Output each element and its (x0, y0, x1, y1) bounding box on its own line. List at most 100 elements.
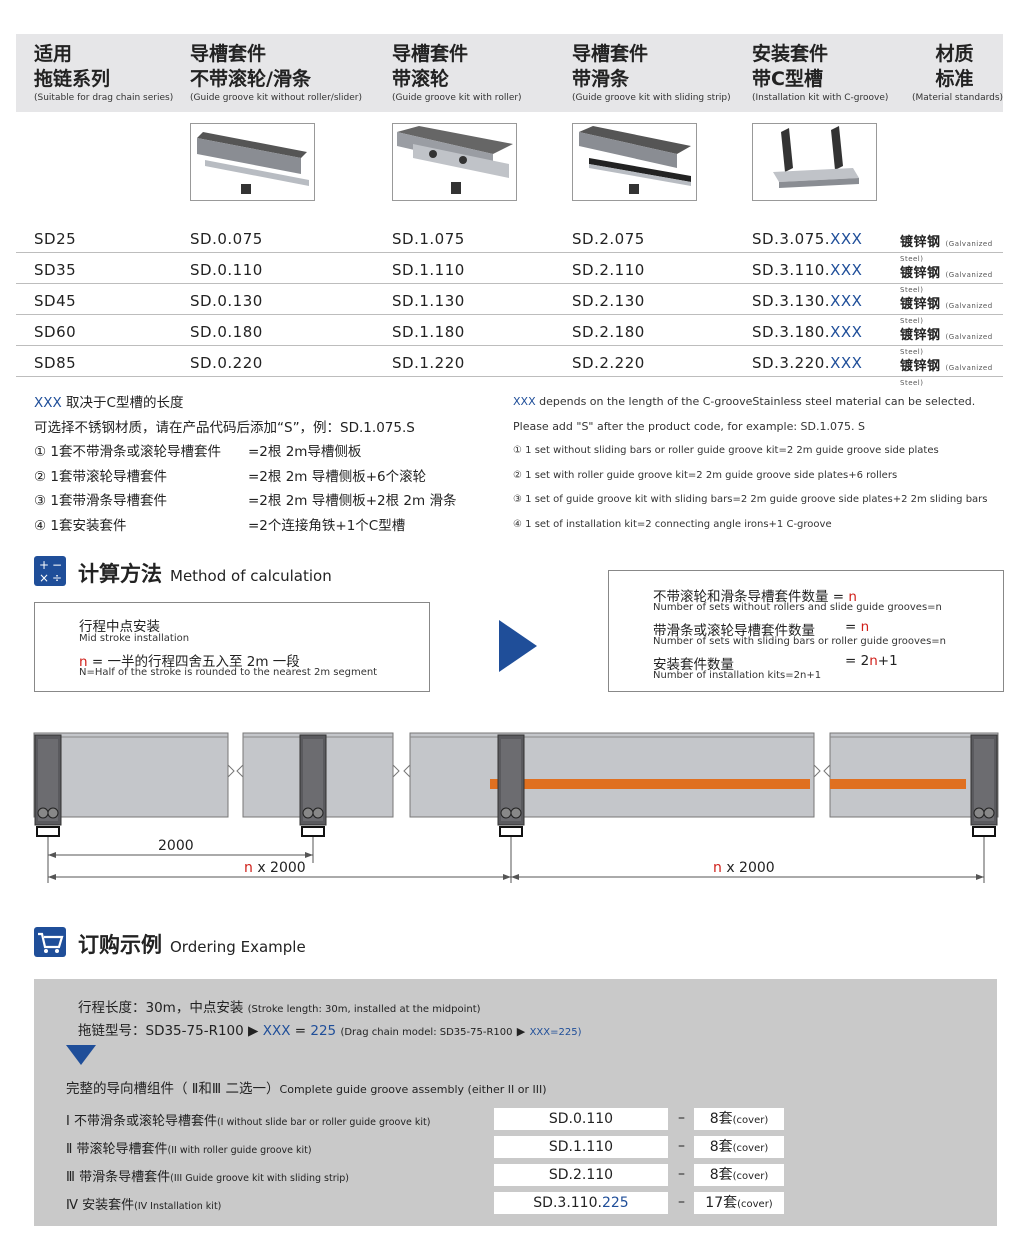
break-mark (392, 764, 411, 778)
order-row-code: SD.1.110 (494, 1136, 668, 1158)
mounting-bracket (970, 734, 998, 837)
header-kit3-title: 安装套件 (752, 43, 829, 65)
order-row-code-suffix: 225 (601, 1195, 629, 1211)
calc-n: n (869, 653, 878, 669)
order-title-en: Ordering Example (170, 938, 306, 956)
order-model-val: 225 (310, 1023, 337, 1039)
calc-left-formula-en: N=Half of the stroke is rounded to the n… (79, 667, 378, 678)
note-value: =2个连接角铁+1个C型槽 (248, 517, 406, 534)
order-row-code: SD.3.110.225 (494, 1192, 668, 1214)
order-row-label: Ⅳ 安装套件(IV Installation kit) (66, 1194, 221, 1213)
groove-diagram: 2000 n x 2000 n x 2000 (30, 725, 1005, 890)
calc-right-l1-cn: 不带滚轮和滑条导槽套件数量 = (653, 589, 849, 605)
order-row-qty: 17套(cover) (694, 1192, 784, 1214)
cell-kit1: SD.1.130 (392, 292, 465, 310)
cell-kit3: SD.3.110.XXX (752, 261, 862, 279)
calc-right-l2-en: Number of sets with sliding bars or roll… (653, 636, 946, 647)
note-cn-item: ③ 1套带滑条导槽套件=2根 2m 导槽侧板+2根 2m 滑条 (34, 489, 504, 514)
break-mark (227, 764, 244, 778)
order-row-code: SD.2.110 (494, 1164, 668, 1186)
order-row-qty-cn: 17套 (705, 1195, 738, 1211)
header-material-subtitle: 标准 (935, 68, 974, 90)
mounting-bracket (299, 734, 327, 837)
product-image-kit2 (572, 123, 697, 201)
note-en-line2: Please add "S" after the product code, f… (513, 419, 865, 433)
sliding-strip (830, 779, 966, 789)
cell-kit1: SD.1.075 (392, 230, 465, 248)
note-en-item: ③ 1 set of guide groove kit with sliding… (513, 488, 1013, 513)
cell-series: SD45 (34, 292, 77, 310)
product-image-kit1 (392, 123, 517, 201)
svg-text:−: − (52, 558, 62, 572)
order-row-qty-en: (cover) (732, 1171, 769, 1182)
cell-kit3-suffix: XXX (830, 354, 863, 372)
note-name: 1套带滚轮导槽套件 (50, 468, 167, 485)
order-row: Ⅳ 安装套件(IV Installation kit) SD.3.110.225… (66, 1192, 986, 1216)
order-row-qty-cn: 8套 (709, 1167, 733, 1183)
table-row: SD25 SD.0.075 SD.1.075 SD.2.075 SD.3.075… (16, 221, 1003, 263)
note-cn-item: ① 1套不带滑条或滚轮导槽套件=2根 2m导槽侧板 (34, 440, 504, 465)
order-row-qty-en: (cover) (737, 1199, 773, 1210)
order-row-qty: 8套(cover) (694, 1108, 784, 1130)
note-text: 1 set of installation kit=2 connecting a… (525, 518, 832, 530)
order-panel: 行程长度：30m，中点安装 (Stroke length: 30m, insta… (34, 979, 997, 1226)
cell-kit3: SD.3.180.XXX (752, 323, 862, 341)
calc-left-formula-cn: = 一半的行程四舍五入至 2m 一段 (91, 654, 300, 670)
note-cn-line2: 可选择不锈钢材质，请在产品代码后添加“S”，例：SD.1.075.S (34, 419, 415, 436)
cell-material-en: (Galvanized Steel) (900, 364, 993, 387)
note-num: ① (34, 444, 47, 460)
note-name: 1套安装套件 (50, 517, 127, 534)
dimension-arrow (511, 874, 519, 880)
product-image-kit3 (752, 123, 877, 201)
cell-series: SD60 (34, 323, 77, 341)
note-num: ④ (34, 517, 47, 534)
cell-kit3-suffix: XXX (830, 323, 863, 341)
order-section-title: 订购示例 Ordering Example (78, 929, 306, 959)
cell-series: SD85 (34, 354, 77, 372)
cell-kit2: SD.2.110 (572, 261, 645, 279)
order-row-qty-cn: 8套 (709, 1139, 733, 1155)
note-num: ② (513, 469, 522, 481)
cell-material: 镀锌钢 (Galvanized Steel) (900, 293, 1003, 327)
cell-kit1: SD.1.220 (392, 354, 465, 372)
note-en-line1-text: depends on the length of the C-grooveSta… (539, 395, 976, 408)
order-assembly-cn: 完整的导向槽组件（ Ⅱ和Ⅲ 二选一） (66, 1081, 280, 1097)
order-assembly: 完整的导向槽组件（ Ⅱ和Ⅲ 二选一）Complete guide groove … (66, 1077, 547, 1097)
cell-kit1: SD.1.180 (392, 323, 465, 341)
header-material: 材质 标准 (Material standards) (912, 42, 1003, 103)
note-en-item: ② 1 set with roller guide groove kit=2 2… (513, 464, 1013, 489)
header-kit1-subtitle: 带滚轮 (392, 68, 450, 90)
order-title-cn: 订购示例 (78, 933, 162, 957)
cell-kit3-code: SD.3.075. (752, 230, 831, 248)
dimension-arrow (48, 874, 56, 880)
mounting-bracket (497, 734, 525, 837)
cell-kit1: SD.1.110 (392, 261, 465, 279)
order-row-qty: 8套(cover) (694, 1136, 784, 1158)
cart-icon (34, 927, 66, 957)
header-series-title: 适用 (34, 43, 73, 65)
arrow-right-icon (499, 620, 539, 676)
order-row-label-en: (I without slide bar or roller guide gro… (216, 1117, 431, 1128)
order-row-dash: – (678, 1166, 685, 1182)
groove-segment (829, 732, 999, 818)
triangle-right-icon: ▶ (248, 1023, 259, 1039)
order-model-cn: 拖链型号：SD35-75-R100 (78, 1023, 244, 1039)
calc-title-cn: 计算方法 (78, 562, 162, 586)
product-image-kit0 (190, 123, 315, 201)
order-row-label-cn: Ⅲ 带滑条导槽套件 (66, 1170, 171, 1185)
cell-series: SD25 (34, 230, 77, 248)
cell-kit3-code: SD.3.220. (752, 354, 831, 372)
order-row: Ⅱ 带滚轮导槽套件(II with roller guide groove ki… (66, 1136, 986, 1160)
order-row: Ⅰ 不带滑条或滚轮导槽套件(I without slide bar or rol… (66, 1108, 986, 1132)
notes-cn: XXX 取决于C型槽的长度 可选择不锈钢材质，请在产品代码后添加“S”，例：SD… (34, 391, 504, 538)
order-row-code-text: SD.3.110. (533, 1195, 602, 1211)
svg-text:÷: ÷ (52, 571, 62, 585)
order-row-qty: 8套(cover) (694, 1164, 784, 1186)
dimension-label-2000: 2000 (158, 838, 194, 854)
note-num: ④ (513, 518, 522, 530)
cell-material-cn: 镀锌钢 (900, 235, 941, 250)
order-row-label: Ⅰ 不带滑条或滚轮导槽套件(I without slide bar or rol… (66, 1110, 430, 1129)
cell-kit3: SD.3.075.XXX (752, 230, 862, 248)
table-row: SD35 SD.0.110 SD.1.110 SD.2.110 SD.3.110… (16, 252, 1003, 294)
